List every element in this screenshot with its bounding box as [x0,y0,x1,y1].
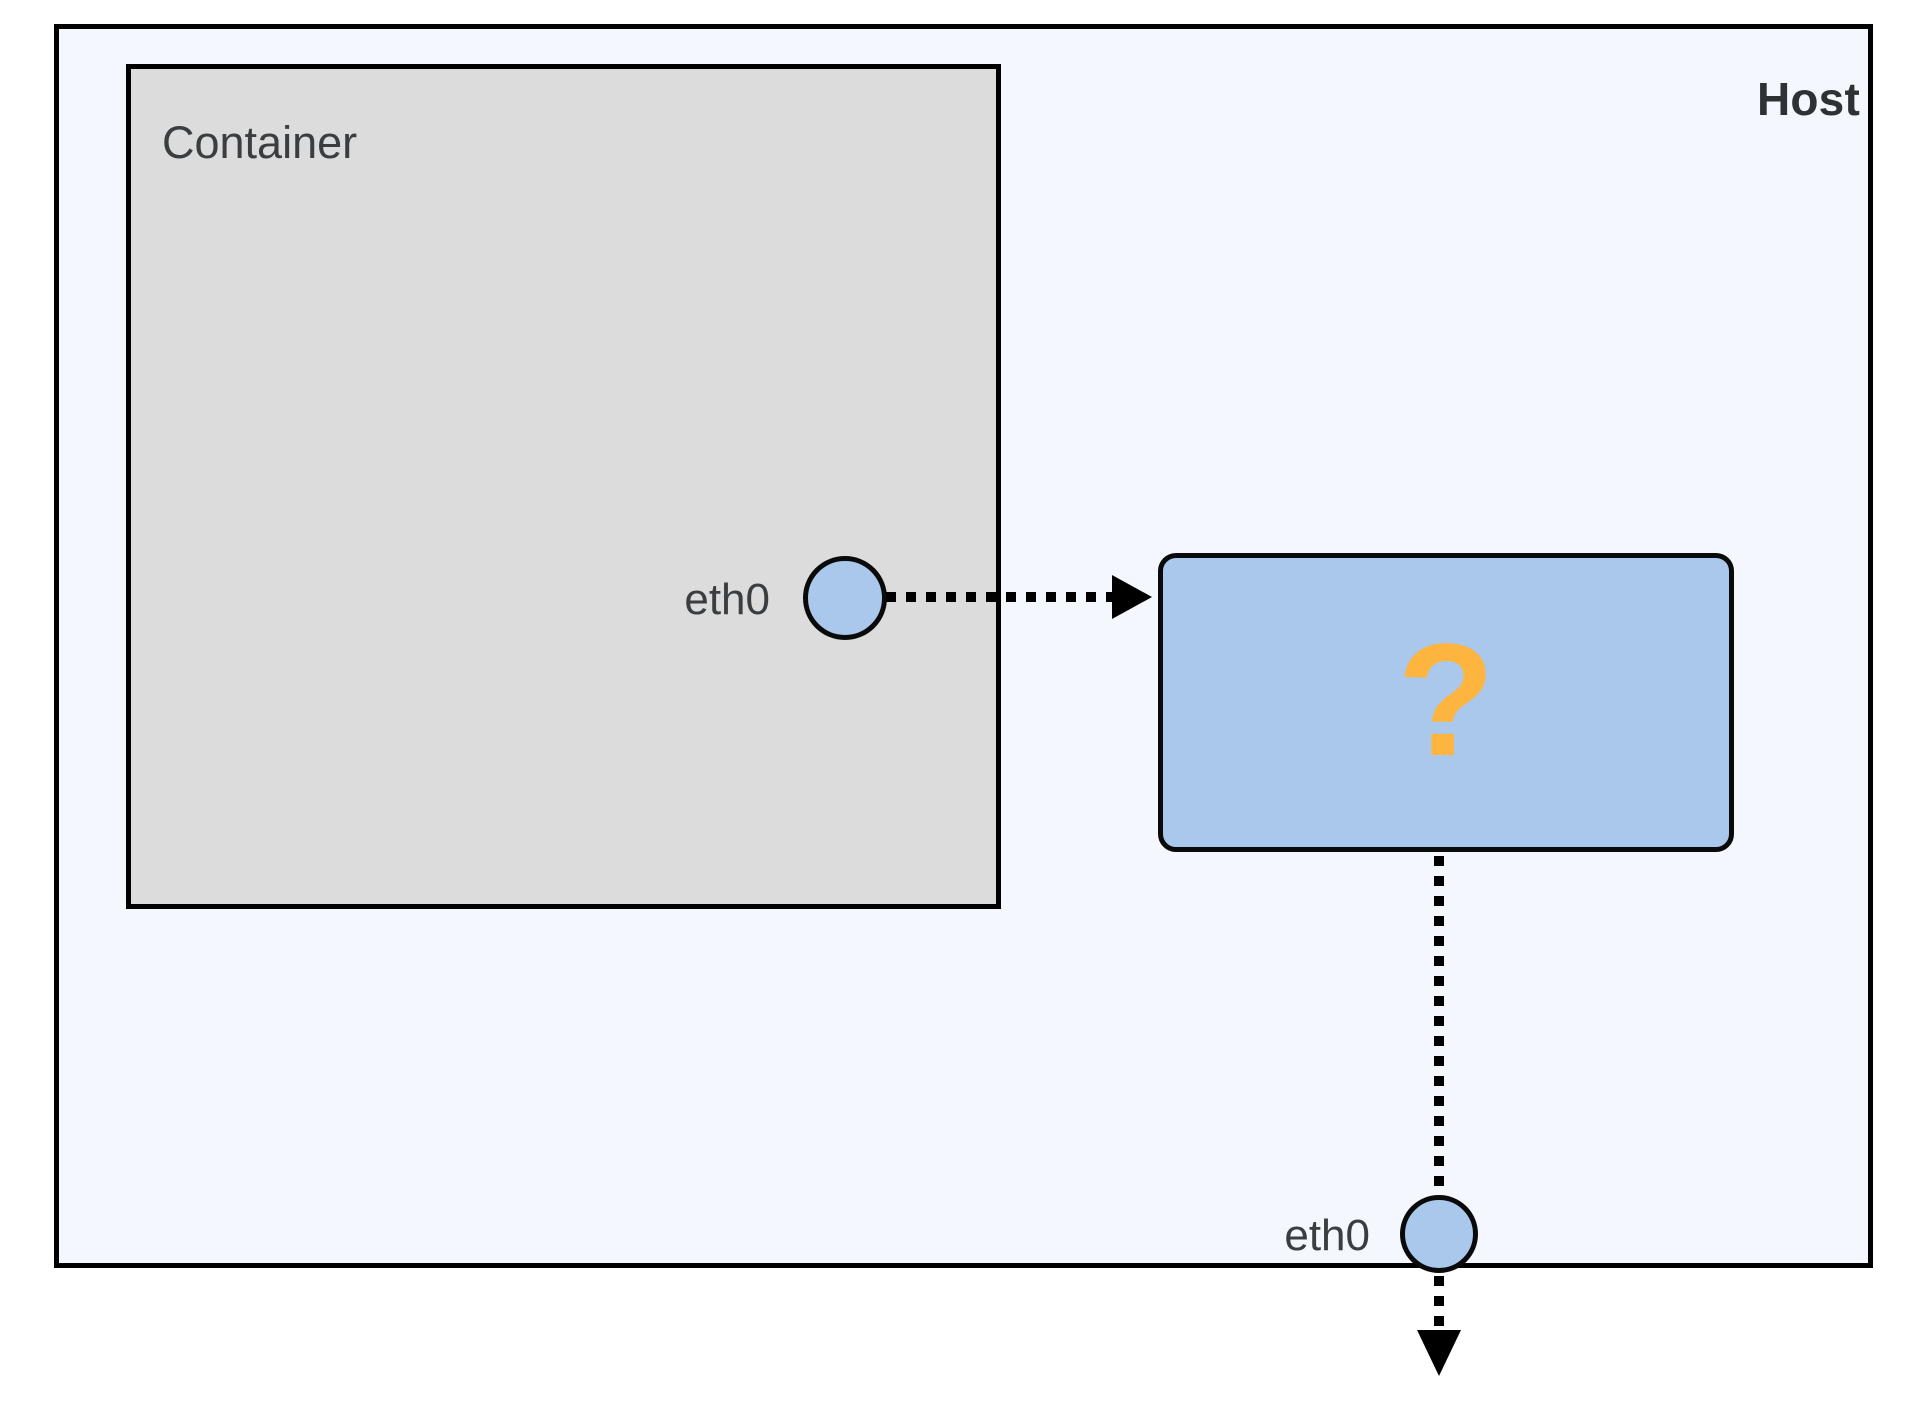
host-eth0-node[interactable] [1400,1195,1478,1273]
container-eth0-label: eth0 [684,575,770,624]
question-mark-icon: ? [1397,609,1495,789]
container-label: Container [162,117,358,168]
connector-container-eth0-to-unknown [886,592,1116,602]
arrow-down-icon [1417,1330,1461,1376]
unknown-component-box[interactable]: ? [1158,553,1734,852]
host-eth0-label: eth0 [1284,1211,1370,1260]
connector-unknown-to-host-eth0 [1434,856,1444,1336]
host-label: Host [1756,73,1860,125]
container-boundary-box [126,64,1001,909]
container-eth0-node[interactable] [803,556,887,640]
arrow-right-icon [1112,575,1152,619]
